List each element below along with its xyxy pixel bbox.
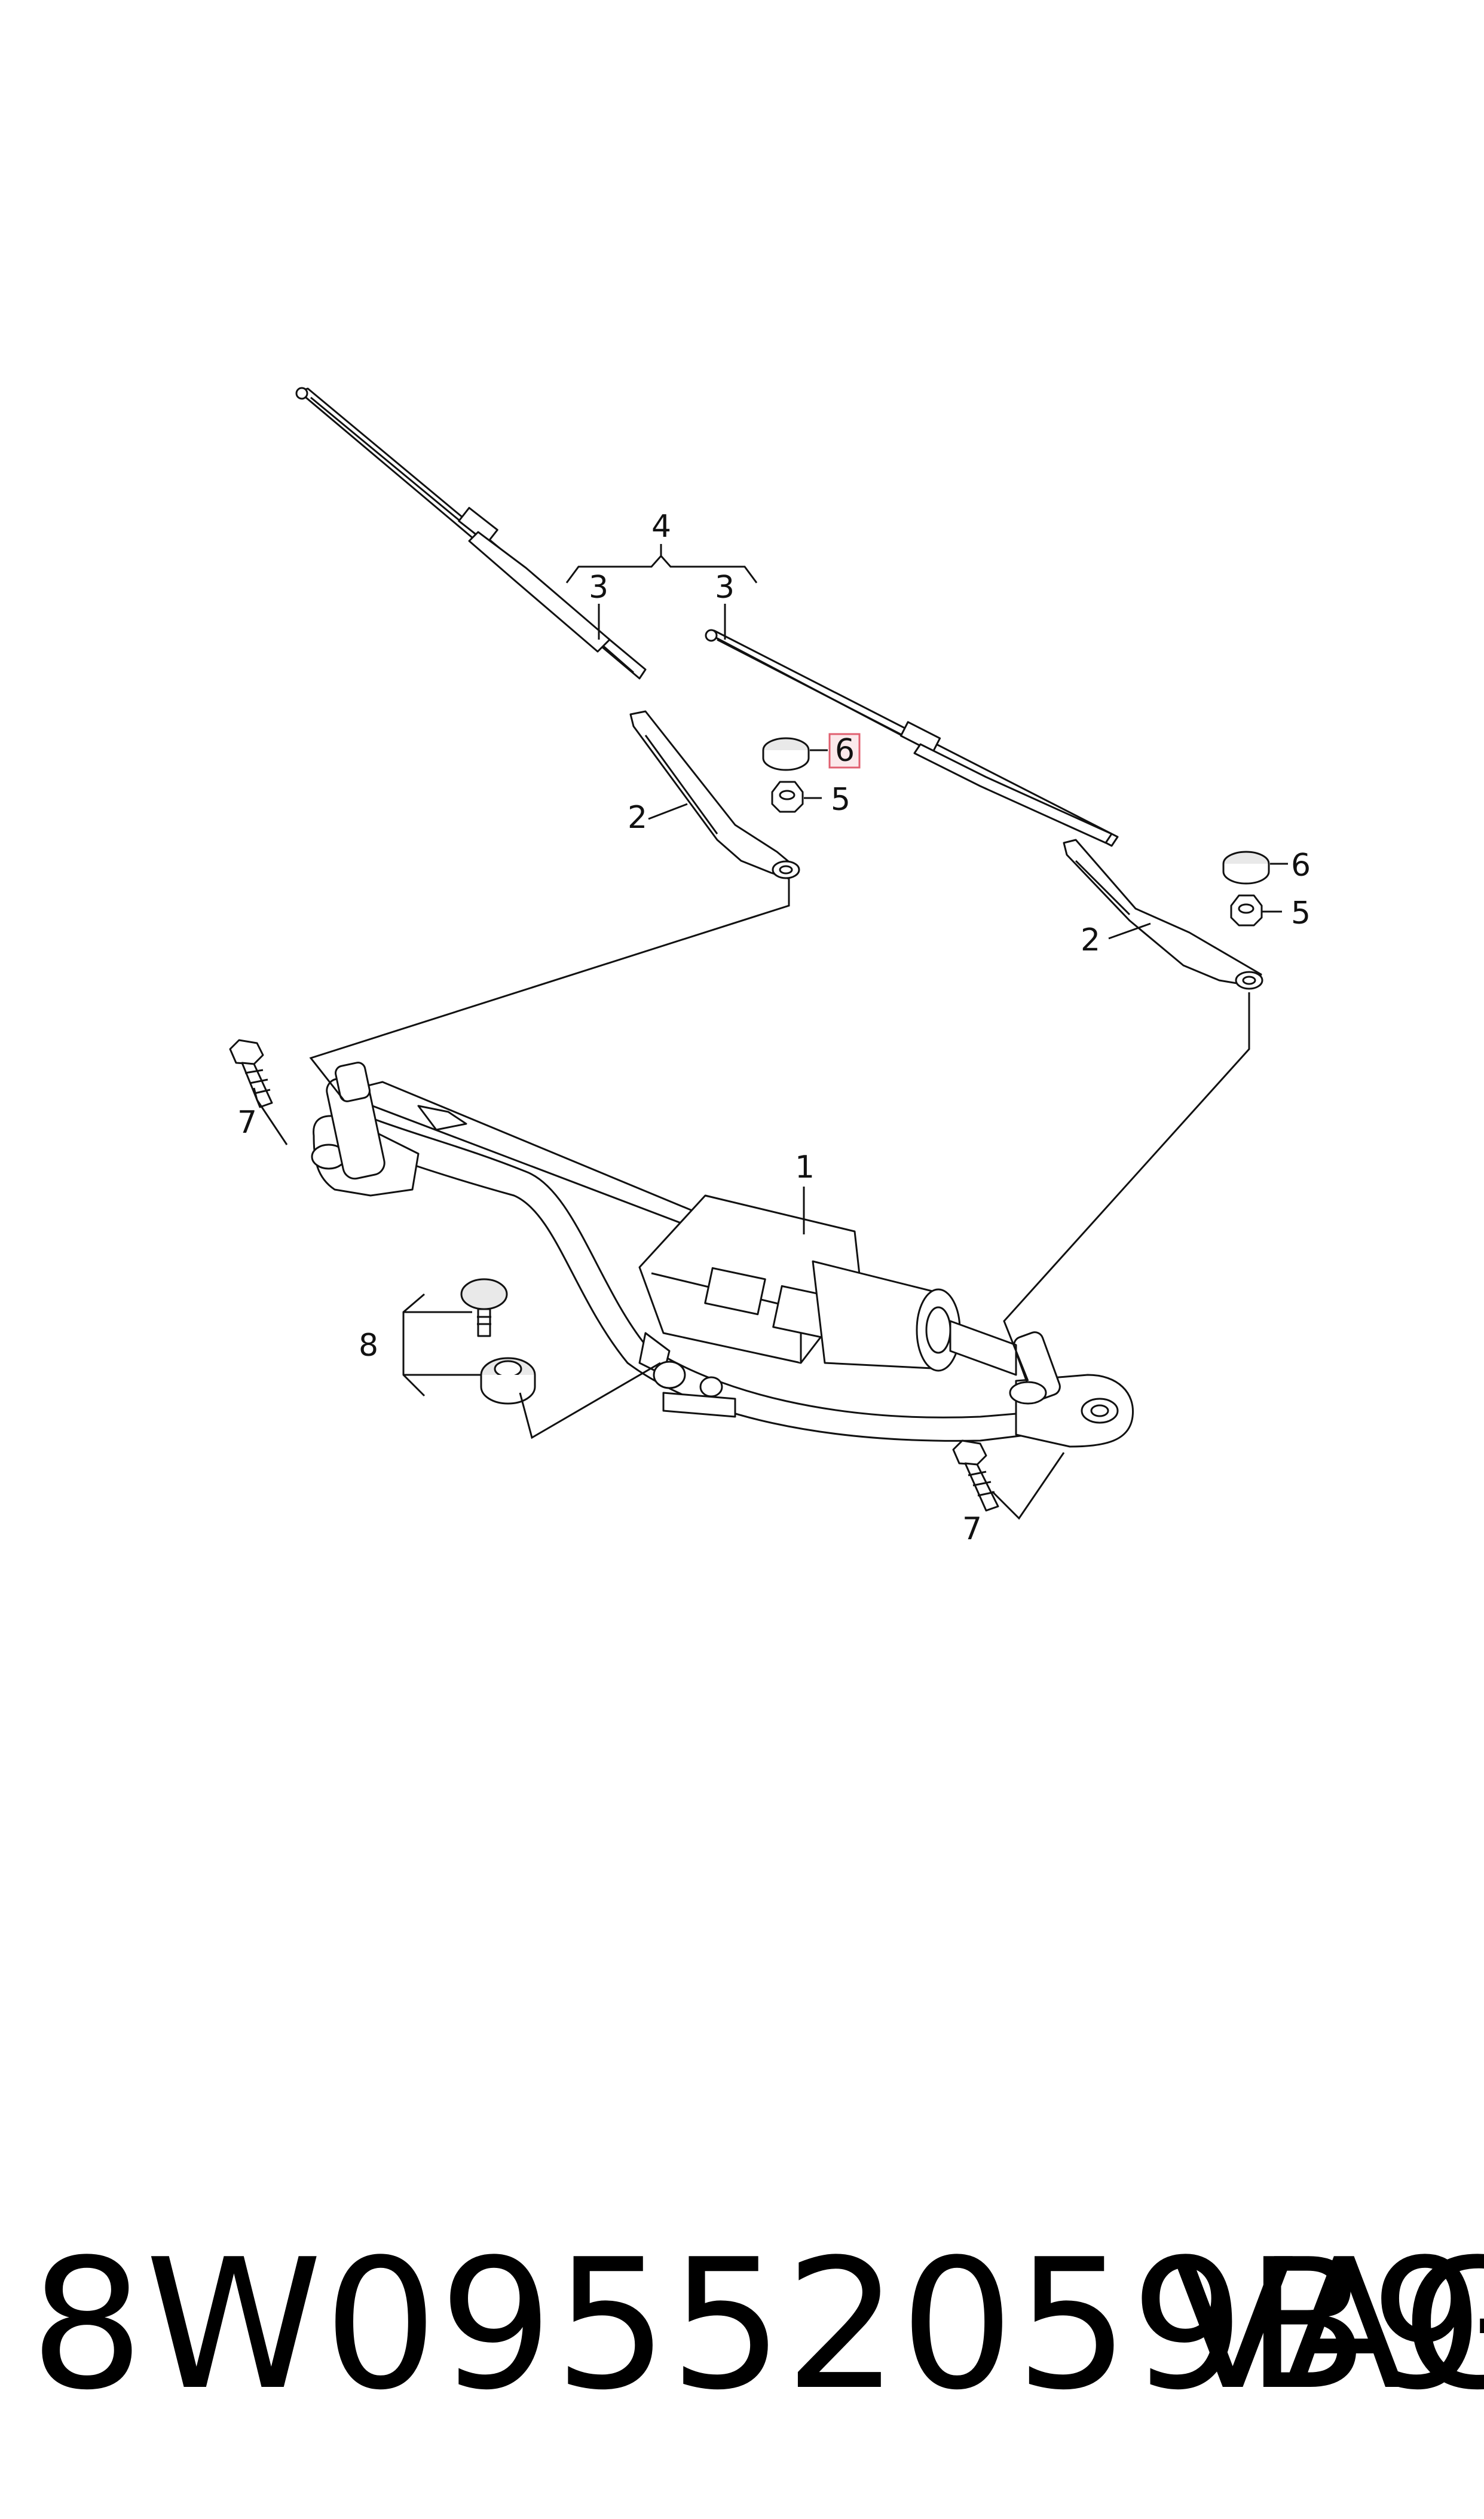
grommet bbox=[480, 1357, 536, 1405]
callout-6-right: 6 bbox=[1291, 848, 1311, 884]
part-number: 8W09552059B9 bbox=[30, 2221, 1484, 2429]
right-nut bbox=[1230, 894, 1263, 927]
left-cap bbox=[762, 737, 810, 771]
callout-2-right: 2 bbox=[1081, 922, 1100, 958]
callout-8: 8 bbox=[359, 1328, 378, 1364]
callout-5-right: 5 bbox=[1291, 895, 1311, 931]
right-wiper-blade bbox=[705, 629, 1119, 847]
callout-3-left: 3 bbox=[589, 570, 608, 606]
callout-1: 1 bbox=[795, 1150, 815, 1185]
left-wiper-blade bbox=[295, 387, 647, 680]
left-bolt bbox=[229, 1039, 273, 1108]
callout-2-left: 2 bbox=[628, 800, 647, 836]
callout-6-left: 6 bbox=[835, 733, 855, 769]
right-cap bbox=[1222, 851, 1270, 885]
left-nut bbox=[771, 781, 804, 813]
wiper-linkage-frame bbox=[311, 1062, 1134, 1448]
right-wiper-arm bbox=[1063, 839, 1263, 990]
callout-3-right: 3 bbox=[715, 570, 735, 606]
callout-4: 4 bbox=[651, 509, 671, 545]
callout-5-left: 5 bbox=[831, 782, 850, 818]
manufacturer-name: VAG bbox=[1171, 2221, 1484, 2429]
mounting-bolt bbox=[460, 1278, 508, 1337]
callout-7-left: 7 bbox=[237, 1105, 257, 1141]
leader-lines bbox=[253, 544, 1288, 1520]
callout-7-right: 7 bbox=[962, 1511, 982, 1547]
right-bolt bbox=[952, 1439, 999, 1512]
highlight-box bbox=[828, 733, 861, 769]
wiper-motor bbox=[638, 1194, 1017, 1418]
